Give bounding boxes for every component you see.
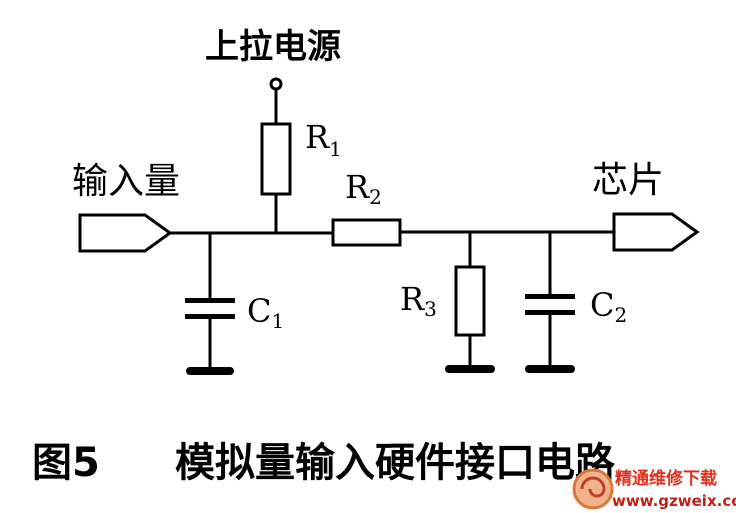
c1-label: C1	[247, 292, 284, 333]
r3-label: R3	[400, 280, 437, 321]
r2-label: R2	[345, 168, 382, 209]
ground-r3	[445, 365, 495, 373]
chip-connector	[612, 212, 700, 252]
watermark-logo-icon	[572, 468, 614, 510]
capacitor-c1-plate-top	[185, 298, 235, 303]
capacitor-c1-plate-bottom	[185, 314, 235, 319]
r1-label: R1	[305, 118, 342, 161]
chip-label: 芯片	[592, 160, 664, 201]
capacitor-c2-plate-bottom	[525, 310, 575, 315]
watermark-url: www.gzweix.com	[612, 492, 736, 510]
resistor-r1	[260, 122, 292, 196]
figure-number: 图5	[32, 440, 100, 486]
pullup-supply-label: 上拉电源	[205, 27, 341, 67]
resistor-r2	[331, 218, 402, 247]
supply-terminal	[269, 77, 283, 91]
watermark: 精通维修下载 www.gzweix.com	[572, 468, 736, 510]
input-label: 输入量	[72, 161, 180, 202]
resistor-r3	[454, 265, 486, 337]
ground-c1	[186, 367, 234, 375]
ground-c2	[525, 365, 575, 373]
watermark-swirl-icon	[580, 476, 606, 498]
watermark-text: 精通维修下载	[615, 468, 717, 489]
input-connector	[78, 213, 173, 253]
c2-label: C2	[590, 286, 627, 327]
figure-title: 模拟量输入硬件接口电路	[175, 440, 616, 486]
capacitor-c2-plate-top	[525, 294, 575, 299]
